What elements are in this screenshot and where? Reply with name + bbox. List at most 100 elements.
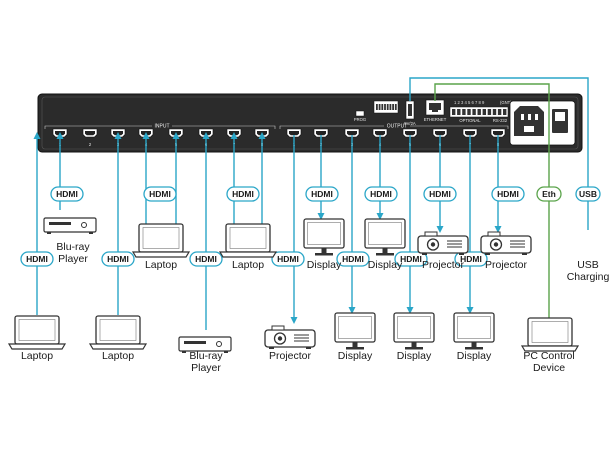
- device-label-out8: Projector: [485, 259, 528, 271]
- pill-background: [575, 186, 601, 202]
- pill-text: HDMI: [195, 254, 217, 264]
- connection-labels: HDMI HDMI HDMI HDMI HDMI HDMI HDMI HDMI HDMI HDMI…: [20, 186, 601, 267]
- pill-background: [189, 251, 223, 267]
- projector-icon-out8: [480, 231, 532, 256]
- terminal-pin: [487, 109, 492, 115]
- pill-text: Eth: [542, 189, 556, 199]
- pill-background: [364, 186, 398, 202]
- dip-switch: [389, 104, 392, 110]
- pill-background: [271, 251, 305, 267]
- terminal-pin: [462, 109, 466, 115]
- pill-background: [491, 186, 525, 202]
- terminal-pin: [477, 109, 481, 115]
- input-label-bg: [152, 123, 172, 128]
- hdmi-connection-label: HDMI: [454, 251, 488, 267]
- pill-background: [143, 186, 177, 202]
- pill-text: HDMI: [107, 254, 129, 264]
- output-section-label: OUTPUT: [387, 124, 408, 130]
- optional-label: OPTIONAL: [459, 118, 481, 123]
- hdmi-connection-label: HDMI: [394, 251, 428, 267]
- pill-background: [50, 186, 84, 202]
- pill-background: [226, 186, 260, 202]
- pill-background: [101, 251, 135, 267]
- device-label-in7: Laptop: [232, 259, 264, 271]
- dip-switch: [381, 104, 384, 110]
- device-label-in2: Player: [58, 253, 88, 265]
- device-label-in6: Blu-ray: [189, 350, 223, 362]
- pill-text: HDMI: [342, 254, 364, 264]
- pill-text: USB: [579, 189, 597, 199]
- eth-connection-label: Eth: [536, 186, 562, 202]
- hdmi-input-port: [82, 128, 98, 138]
- display-icon-out5: [393, 312, 435, 351]
- projector-icon-out6: [417, 231, 469, 256]
- device-label-out5: Display: [397, 350, 432, 362]
- terminal-pins: [452, 109, 507, 115]
- dip-switch: [378, 104, 381, 110]
- device-label-out2: Display: [307, 259, 342, 271]
- device-label-in3: Laptop: [102, 350, 134, 362]
- pill-background: [336, 251, 370, 267]
- pill-background: [454, 251, 488, 267]
- dip-switches: [376, 104, 397, 110]
- hdmi-connection-label: HDMI: [423, 186, 457, 202]
- cable-usb: [409, 77, 589, 230]
- hdmi-connection-label: HDMI: [226, 186, 260, 202]
- device-label-out6: Projector: [422, 259, 465, 271]
- pill-text: HDMI: [370, 189, 392, 199]
- hdmi-connection-label: HDMI: [491, 186, 525, 202]
- dip-switch: [384, 104, 386, 110]
- power-pin-center: [528, 114, 531, 120]
- device-label-out3: Display: [338, 350, 373, 362]
- cables: [33, 77, 589, 330]
- device-label-usb: USB: [577, 259, 599, 271]
- device-label-pc: PC Control: [523, 350, 574, 362]
- device-label-in6: Player: [191, 362, 221, 374]
- rs232-label: RS-232: [493, 118, 508, 123]
- device-label-out7: Display: [457, 350, 492, 362]
- hdmi-connection-label: HDMI: [364, 186, 398, 202]
- relay-numbers: 1 2 3 4 5 6 7 8 9: [454, 100, 485, 105]
- pill-background: [423, 186, 457, 202]
- pill-background: [536, 186, 562, 202]
- pill-background: [20, 251, 54, 267]
- power-inlet: [514, 106, 544, 136]
- usb-connection-label: USB: [575, 186, 601, 202]
- fuse-holder: [524, 126, 534, 132]
- hdmi-connection-label: HDMI: [20, 251, 54, 267]
- dip-switch: [394, 104, 397, 110]
- terminal-pin: [503, 109, 507, 115]
- dip-switch: [376, 104, 378, 110]
- dip-switch: [392, 104, 394, 110]
- terminal-pin: [472, 109, 476, 115]
- hdmi-connection-label: HDMI: [189, 251, 223, 267]
- display-icon-out3: [334, 312, 376, 351]
- pill-text: HDMI: [26, 254, 48, 264]
- terminal-pin: [497, 109, 502, 115]
- input-port-number: 2: [89, 142, 92, 147]
- terminal-pin: [492, 109, 497, 115]
- input-section-label: INPUT: [155, 124, 170, 130]
- display-icon-out7: [453, 312, 495, 351]
- pill-text: HDMI: [56, 189, 78, 199]
- laptop-icon-in3: [89, 315, 147, 350]
- terminal-pin: [457, 109, 461, 115]
- pill-text: HDMI: [277, 254, 299, 264]
- projector-icon-out1: [264, 325, 316, 350]
- pill-text: HDMI: [149, 189, 171, 199]
- power-switch-rocker: [555, 112, 565, 121]
- display-icon-out2: [303, 218, 345, 257]
- terminal-pin: [467, 109, 471, 115]
- bluray-icon-in2: [43, 217, 97, 235]
- terminal-pin: [482, 109, 486, 115]
- device-label-pc: Device: [533, 362, 565, 374]
- device-label-in1: Laptop: [21, 350, 53, 362]
- prog-port: [355, 110, 365, 117]
- power-pin-left: [521, 114, 524, 120]
- pill-text: HDMI: [232, 189, 254, 199]
- hdmi-connection-label: HDMI: [336, 251, 370, 267]
- device-label-in4: Laptop: [145, 259, 177, 271]
